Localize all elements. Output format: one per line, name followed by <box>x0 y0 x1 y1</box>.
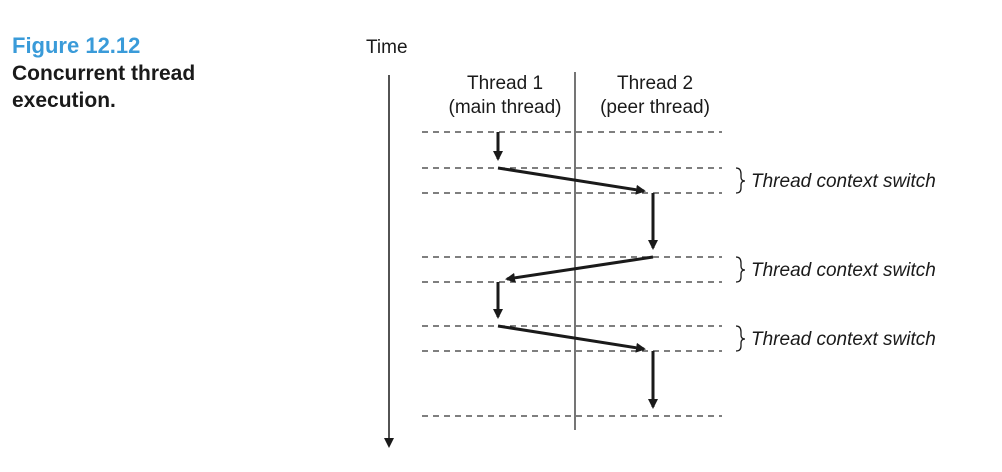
context-switch-brace <box>735 325 746 352</box>
context-switch-brace <box>735 167 746 194</box>
switch-arrow-2-to-1 <box>505 255 654 283</box>
figure-caption: Figure 12.12 Concurrent thread execution… <box>12 32 272 114</box>
switch-arrow-1-to-2 <box>497 324 646 353</box>
switch-arrow-1-to-2 <box>497 166 646 195</box>
figure-title: Concurrent thread execution. <box>12 62 196 112</box>
thread-2-subtitle: (peer thread) <box>600 97 710 118</box>
context-switch-label: Thread context switch <box>751 171 936 192</box>
thread-1-name: Thread 1 <box>467 73 543 94</box>
time-markers <box>422 131 722 417</box>
figure-number: Figure 12.12 <box>12 33 141 58</box>
thread-1-subtitle: (main thread) <box>449 97 562 118</box>
time-axis-label: Time <box>366 37 408 58</box>
time-axis-arrowhead <box>384 438 394 448</box>
context-switch-label: Thread context switch <box>751 329 936 350</box>
thread-2-name: Thread 2 <box>617 73 693 94</box>
context-switch-brace <box>735 256 746 283</box>
context-switch-label: Thread context switch <box>751 260 936 281</box>
